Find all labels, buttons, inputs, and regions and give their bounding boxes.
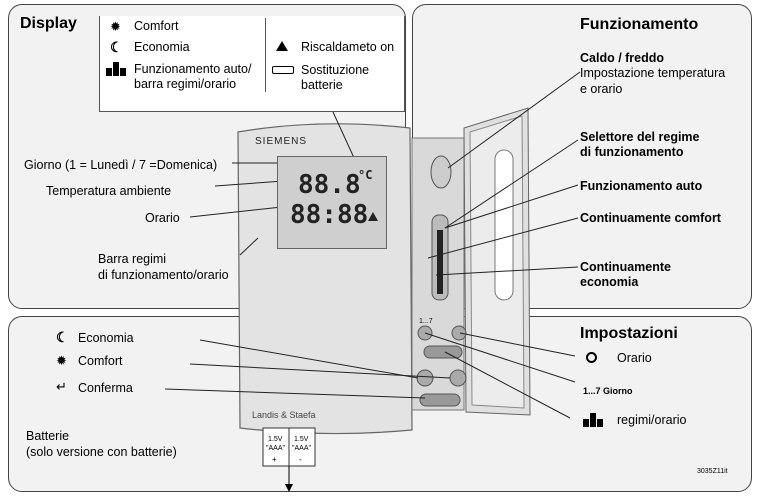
legend-economia: Economia xyxy=(134,40,190,54)
legend-batterie-2: batterie xyxy=(301,78,343,92)
regimi-bars-icon xyxy=(583,413,603,427)
battery-type-1: "AAA" xyxy=(266,445,285,452)
legend-comfort: Comfort xyxy=(134,19,179,33)
funz-auto: Funzionamento auto xyxy=(580,179,703,193)
imp-regimi: regimi/orario xyxy=(617,413,687,427)
imp-giorno: 1...7 Giorno xyxy=(583,386,633,396)
label-barra-1: Barra regimi xyxy=(98,252,167,266)
lcd-unit: °C xyxy=(358,168,373,182)
clock-icon xyxy=(586,352,597,363)
battery-minus: - xyxy=(299,455,302,464)
device-brand: SIEMENS xyxy=(255,136,308,147)
legend-batterie-1: Sostituzione xyxy=(301,63,370,77)
caldo-sub-1: Impostazione temperatura xyxy=(580,66,726,80)
legend-auto-1: Funzionamento auto/ xyxy=(134,62,252,76)
lcd-time: 88:88 xyxy=(290,200,369,230)
moon-icon: ☾ xyxy=(110,39,123,55)
battery-plus: + xyxy=(272,455,277,464)
bl-batterie-2: (solo versione con batterie) xyxy=(26,445,177,459)
legend-riscaldamento: Riscaldameto on xyxy=(301,40,395,54)
battery-voltage-1: 1.5V xyxy=(268,436,283,443)
label-orario: Orario xyxy=(145,211,180,225)
battery-voltage-2: 1.5V xyxy=(294,436,309,443)
funz-economia-2: economia xyxy=(580,275,639,289)
funzionamento-title: Funzionamento xyxy=(580,16,699,33)
lcd-heating-triangle-icon xyxy=(368,212,378,221)
device-maker: Landis & Staefa xyxy=(252,410,316,420)
comfort-sun-icon: ✹ xyxy=(56,353,67,368)
figure-code: 3035Z11it xyxy=(697,468,728,475)
funz-comfort: Continuamente comfort xyxy=(580,211,721,225)
enter-icon: ↵ xyxy=(56,379,67,394)
selettore-2: di funzionamento xyxy=(580,145,684,159)
battery-type-2: "AAA" xyxy=(292,445,311,452)
display-legend xyxy=(99,16,405,112)
impostazioni-title: Impostazioni xyxy=(580,325,678,342)
sun-icon: ✹ xyxy=(110,19,121,34)
lcd-temperature: 88.8 xyxy=(298,170,361,200)
imp-orario: Orario xyxy=(617,351,652,365)
label-giorno: Giorno (1 = Lunedì / 7 =Domenica) xyxy=(24,158,218,172)
auto-bars-icon xyxy=(106,62,126,76)
bl-economia: Economia xyxy=(78,331,134,345)
economia-moon-icon: ☾ xyxy=(56,329,69,345)
bl-batterie-1: Batterie xyxy=(26,429,70,443)
bl-comfort: Comfort xyxy=(78,354,123,368)
selettore-1: Selettore del regime xyxy=(580,130,700,144)
display-title: Display xyxy=(20,15,77,32)
bl-conferma: Conferma xyxy=(78,381,133,395)
label-temperatura: Temperatura ambiente xyxy=(46,184,172,198)
lcd-screen xyxy=(277,156,387,249)
battery-icon xyxy=(272,66,294,74)
button-label: 1...7 xyxy=(419,318,433,325)
legend-divider xyxy=(265,18,266,92)
legend-auto-2: barra regimi/orario xyxy=(134,77,237,91)
label-barra-2: di funzionamento/orario xyxy=(98,268,229,282)
funz-economia-1: Continuamente xyxy=(580,260,671,274)
caldo-title: Caldo / freddo xyxy=(580,51,665,65)
caldo-sub-2: e orario xyxy=(580,82,623,96)
heating-triangle-icon xyxy=(276,41,288,51)
